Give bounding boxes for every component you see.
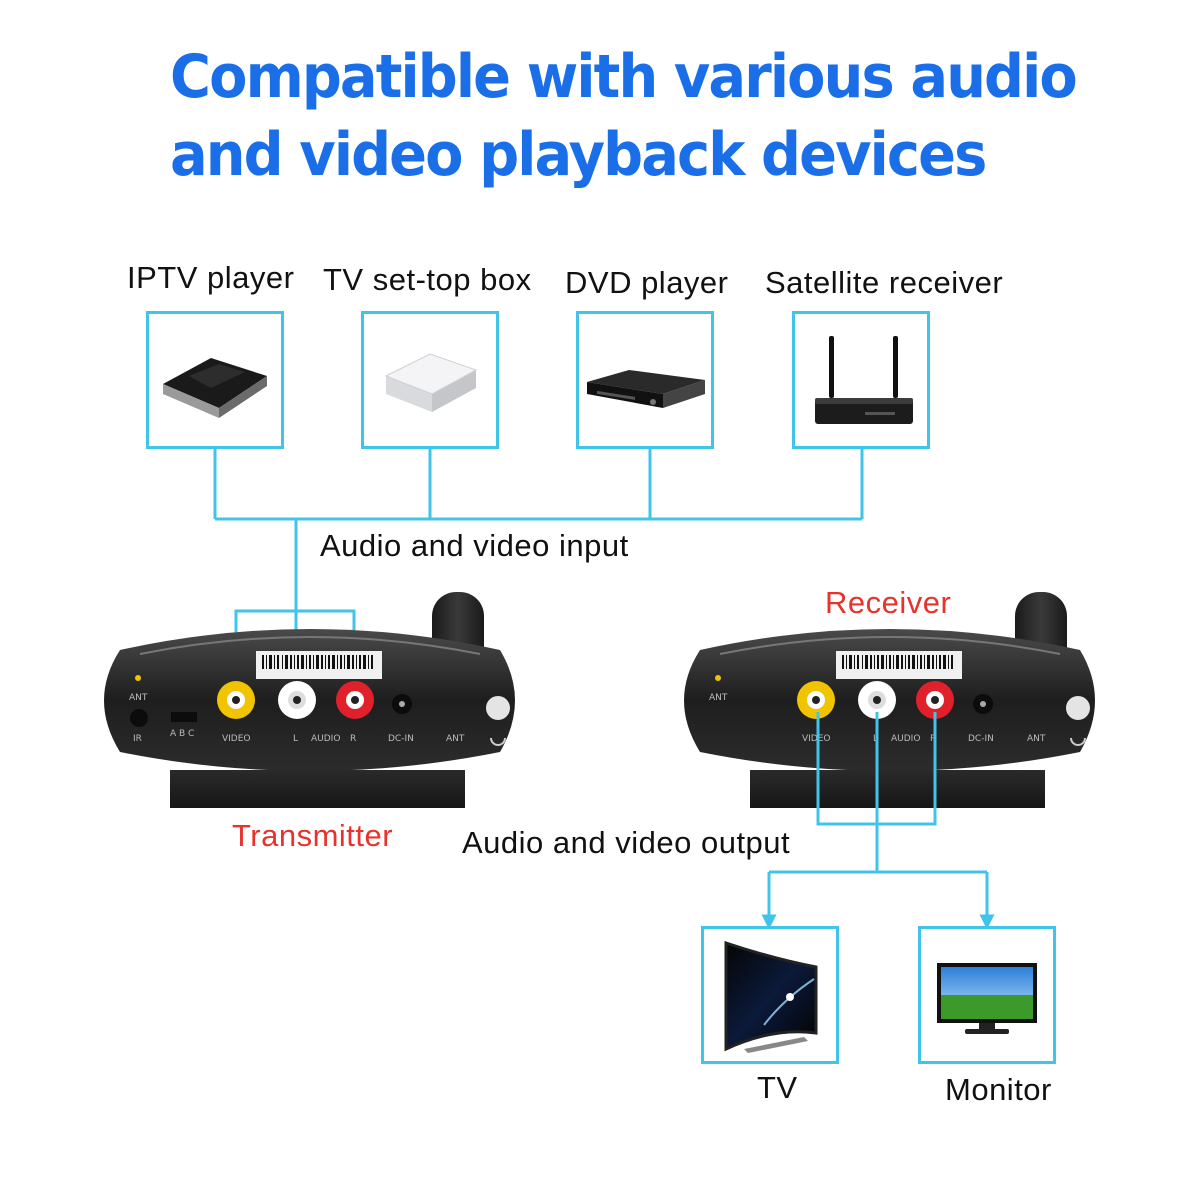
source-box-dvd <box>576 311 714 449</box>
receiver-label: Receiver <box>825 585 952 620</box>
source-box-iptv <box>146 311 284 449</box>
satellite-receiver-icon <box>815 336 913 424</box>
dvd-player-icon <box>587 370 705 408</box>
source-label-satellite: Satellite receiver <box>765 265 1004 300</box>
transmitter-device <box>104 592 515 808</box>
monitor-icon <box>937 963 1037 1034</box>
output-label: Audio and video output <box>462 825 791 860</box>
title-line-2: and video playback devices <box>170 120 987 190</box>
rx-port-audio: AUDIO <box>891 734 920 744</box>
output-label-tv: TV <box>757 1070 798 1105</box>
source-label-iptv: IPTV player <box>127 260 295 295</box>
output-box-tv <box>701 926 839 1064</box>
tx-port-r: R <box>350 734 356 744</box>
rx-port-l: L <box>873 734 878 744</box>
title-line-1: Compatible with various audio <box>170 42 1078 112</box>
output-label-monitor: Monitor <box>945 1072 1052 1107</box>
tx-port-ant: ANT <box>129 693 148 703</box>
page-title: Compatible with various audio and video … <box>170 38 1078 194</box>
transmitter-label: Transmitter <box>232 818 394 853</box>
receiver-device <box>684 592 1095 808</box>
tx-port-l: L <box>293 734 298 744</box>
rx-port-ant: ANT <box>709 693 728 703</box>
tx-port-abc: A B C <box>170 729 194 739</box>
rx-port-dcin: DC-IN <box>968 734 994 744</box>
output-bus-lines <box>761 712 995 930</box>
tx-port-ir: IR <box>133 734 142 744</box>
source-label-set-top-box: TV set-top box <box>323 262 532 297</box>
tx-port-audio: AUDIO <box>311 734 340 744</box>
tx-port-dcin: DC-IN <box>388 734 414 744</box>
set-top-box-icon <box>384 353 478 412</box>
tx-port-video: VIDEO <box>222 734 251 744</box>
source-box-set-top-box <box>361 311 499 449</box>
transmitter-port-labels: ANT IR A B C VIDEO L AUDIO R DC-IN ANT <box>129 693 465 744</box>
rx-port-r: R <box>930 734 936 744</box>
input-label: Audio and video input <box>320 528 629 563</box>
rx-port-video: VIDEO <box>802 734 831 744</box>
source-box-satellite <box>792 311 930 449</box>
receiver-port-labels: ANT VIDEO L AUDIO R DC-IN ANT <box>709 693 1046 744</box>
iptv-box-icon <box>163 358 267 418</box>
source-label-dvd: DVD player <box>565 265 729 300</box>
curved-tv-icon <box>724 940 818 1053</box>
rx-port-ant2: ANT <box>1027 734 1046 744</box>
output-box-monitor <box>918 926 1056 1064</box>
tx-port-ant2: ANT <box>446 734 465 744</box>
